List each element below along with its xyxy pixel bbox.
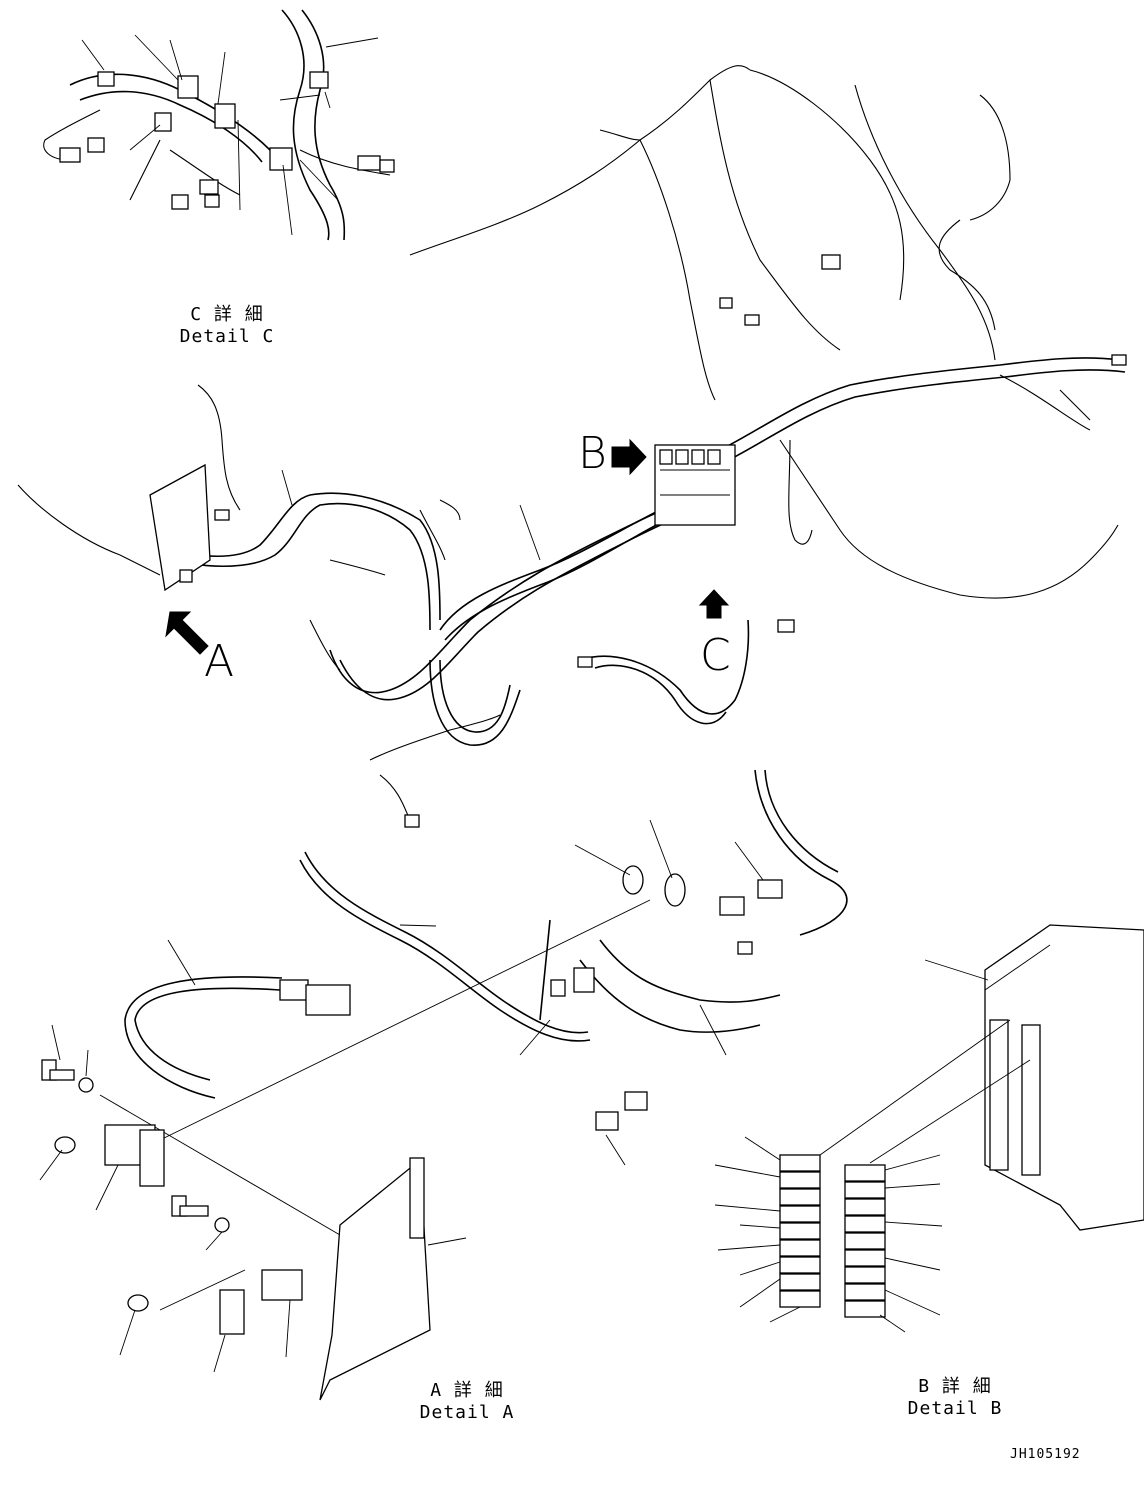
fuse-row-left [779,1154,821,1308]
detail-a-illustration [39,769,848,1401]
detail-b-title-en: Detail B [907,1398,1003,1419]
callout-b: B [578,428,607,479]
drawing-code: JH105192 [1010,1447,1081,1462]
arrow-a-icon [165,611,209,655]
detail-c-title-jp: C 詳 細 [190,304,264,325]
detail-a-caption: A 詳 細 Detail A [412,1380,522,1424]
detail-b-illustration [714,924,1144,1333]
callout-c: C [700,630,731,681]
bracket-a [149,463,211,592]
fuse-box-housing [984,924,1144,1231]
arrow-b-icon [611,438,647,476]
detail-c-title-en: Detail C [179,326,275,347]
main-harness-illustration [17,65,1127,828]
detail-b-title-jp: B 詳 細 [918,1376,992,1397]
detail-c-caption: C 詳 細 Detail C [172,304,282,348]
detail-a-title-jp: A 詳 細 [430,1380,504,1401]
detail-b-caption: B 詳 細 Detail B [900,1376,1010,1420]
callout-a: A [204,636,235,687]
detail-c-illustration [43,9,395,241]
detail-a-title-en: Detail A [419,1402,515,1423]
fuse-row-right [844,1164,886,1318]
arrow-c-icon [698,589,730,619]
